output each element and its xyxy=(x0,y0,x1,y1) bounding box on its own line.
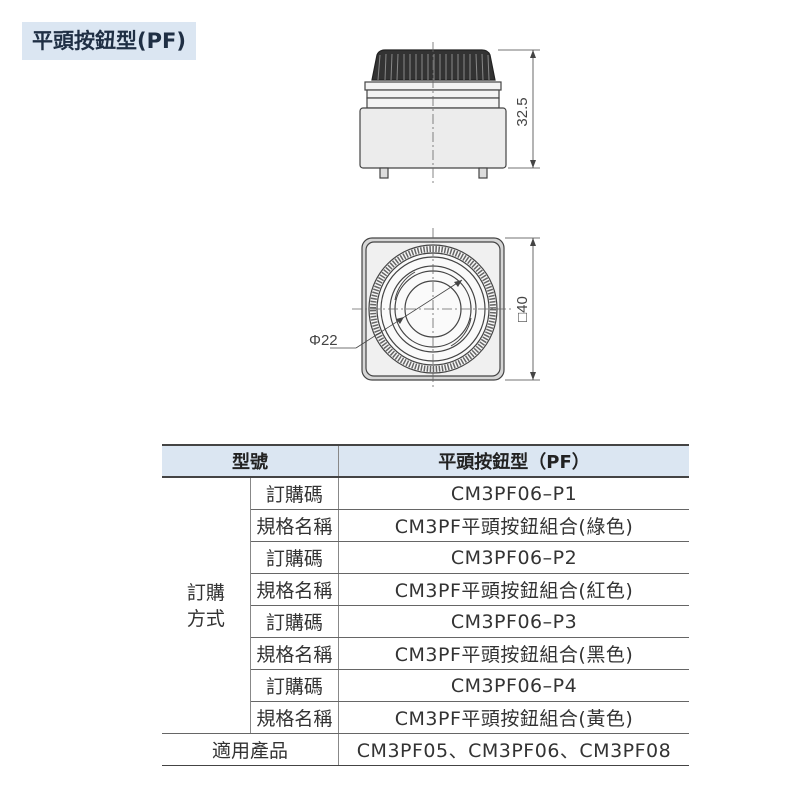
applicable-label: 適用產品 xyxy=(162,733,339,766)
row-label: 規格名稱 xyxy=(250,701,340,734)
height-dimension-label: 32.5 xyxy=(514,97,531,126)
row-label: 規格名稱 xyxy=(250,509,340,542)
order-method-text: 訂購 方式 xyxy=(186,581,225,630)
order-method-label: 訂購 方式 xyxy=(162,477,251,734)
row-label: 訂購碼 xyxy=(250,605,340,638)
row-label: 訂購碼 xyxy=(250,541,340,574)
table-row: 規格名稱 CM3PF平頭按鈕組合(紅色) xyxy=(162,573,689,606)
applicable-value: CM3PF05、CM3PF06、CM3PF08 xyxy=(338,733,689,766)
applicable-products-row: 適用產品 CM3PF05、CM3PF06、CM3PF08 xyxy=(162,733,689,766)
row-value: CM3PF平頭按鈕組合(黃色) xyxy=(338,701,689,734)
row-label: 規格名稱 xyxy=(250,637,340,670)
table-row: 訂購 方式 訂購碼 CM3PF06–P1 xyxy=(162,477,689,734)
diameter-dimension-label: Φ22 xyxy=(309,332,338,349)
table-row: 訂購碼 CM3PF06–P3 xyxy=(162,605,689,638)
table-row: 訂購碼 CM3PF06–P2 xyxy=(162,541,689,574)
row-label: 訂購碼 xyxy=(250,669,340,702)
table-row: 規格名稱 CM3PF平頭按鈕組合(綠色) xyxy=(162,509,689,542)
square-dimension-label: □40 xyxy=(514,296,531,322)
row-value: CM3PF06–P3 xyxy=(338,605,689,638)
table-row: 規格名稱 CM3PF平頭按鈕組合(黑色) xyxy=(162,637,689,670)
technical-drawing: 32.5 □40 Φ22 xyxy=(309,42,540,390)
row-label: 規格名稱 xyxy=(250,573,340,606)
table-header-row: 型號 平頭按鈕型（PF） xyxy=(162,444,689,478)
row-value: CM3PF06–P1 xyxy=(338,477,689,510)
side-view xyxy=(359,42,540,185)
model-header-label: 型號 xyxy=(162,444,339,478)
model-header-value: 平頭按鈕型（PF） xyxy=(338,444,689,478)
table-row: 規格名稱 CM3PF平頭按鈕組合(黃色) xyxy=(162,701,689,734)
row-value: CM3PF06–P2 xyxy=(338,541,689,574)
row-label: 訂購碼 xyxy=(250,477,340,510)
page-title: 平頭按鈕型(PF) xyxy=(22,22,196,60)
front-view xyxy=(330,228,540,390)
row-value: CM3PF平頭按鈕組合(黑色) xyxy=(338,637,689,670)
row-value: CM3PF平頭按鈕組合(綠色) xyxy=(338,509,689,542)
table-row: 訂購碼 CM3PF06–P4 xyxy=(162,669,689,702)
row-value: CM3PF06–P4 xyxy=(338,669,689,702)
row-value: CM3PF平頭按鈕組合(紅色) xyxy=(338,573,689,606)
spec-table: 型號 平頭按鈕型（PF） 訂購 方式 訂購碼 CM3PF06–P1 規格名稱 C… xyxy=(162,444,689,766)
